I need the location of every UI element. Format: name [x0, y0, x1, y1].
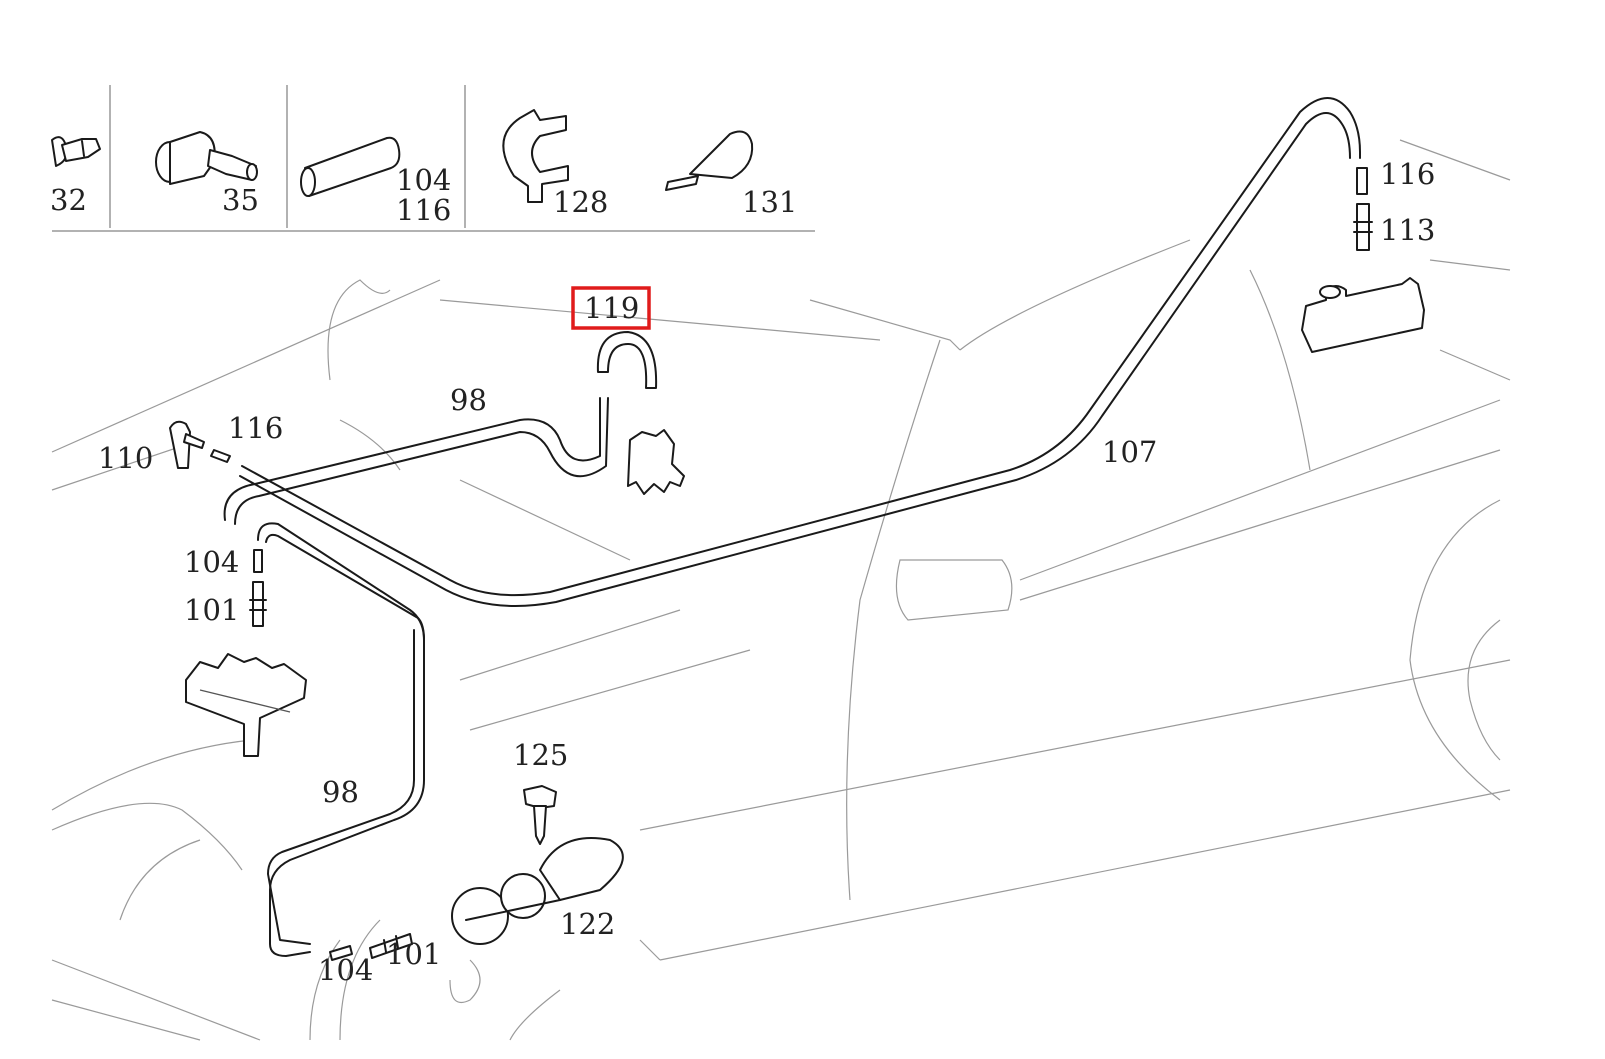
valve-block-icon — [627, 429, 685, 495]
connector-101-bottom-icon — [369, 933, 413, 959]
cable-tie-icon — [665, 130, 754, 191]
callout-110[interactable]: 110 — [98, 441, 153, 475]
hose-98-upper — [223, 397, 609, 525]
callout-119[interactable]: 119 — [571, 286, 651, 330]
callout-label: 128 — [553, 185, 608, 219]
callout-label: 104 — [396, 163, 451, 197]
callout-label[interactable]: 119 — [584, 291, 639, 325]
callout-104-bottom[interactable]: 104 — [318, 953, 373, 987]
sleeve-116-right-icon — [1356, 167, 1368, 195]
highlight-box — [571, 286, 651, 330]
elbow-110-icon — [169, 420, 205, 469]
callout-104-left[interactable]: 104 — [184, 545, 239, 579]
vehicle-outline — [51, 139, 1511, 1041]
callout-113[interactable]: 113 — [1380, 213, 1435, 247]
clip-icon — [502, 109, 569, 203]
callout-98-upper[interactable]: 98 — [450, 383, 487, 417]
hose-98-lower — [257, 522, 425, 957]
distributor-block-icon — [185, 653, 307, 757]
callout-101-left[interactable]: 101 — [184, 593, 239, 627]
callout-125[interactable]: 125 — [513, 738, 568, 772]
callout-label: 32 — [50, 183, 87, 217]
callout-101-bottom[interactable]: 101 — [386, 937, 441, 971]
callout-label: 35 — [222, 183, 259, 217]
grommet-122-icon — [451, 837, 624, 945]
vacuum-pump-icon — [1301, 277, 1425, 353]
sleeve-104-left-icon — [253, 549, 263, 573]
callout-116-left[interactable]: 116 — [228, 411, 283, 445]
hose-119-icon — [596, 331, 658, 389]
sleeve-116-left-icon — [210, 449, 231, 463]
elbow-connector-icon — [155, 131, 258, 185]
sleeve-104-bottom-icon — [329, 945, 353, 961]
callout-label: 116 — [396, 193, 451, 227]
callout-107[interactable]: 107 — [1102, 435, 1157, 469]
callout-122[interactable]: 122 — [560, 907, 615, 941]
hose-107 — [239, 97, 1361, 607]
legend-strip: 32 35 104 116 128 131 — [50, 85, 815, 232]
connector-113-icon — [1353, 203, 1373, 251]
fitting-icon — [51, 136, 101, 167]
callout-98-lower[interactable]: 98 — [322, 775, 359, 809]
hose-sleeve-icon — [300, 136, 401, 197]
callout-label: 131 — [742, 185, 797, 219]
callout-116-right[interactable]: 116 — [1380, 157, 1435, 191]
screw-125-icon — [523, 785, 557, 845]
connector-101-left-icon — [249, 581, 267, 627]
